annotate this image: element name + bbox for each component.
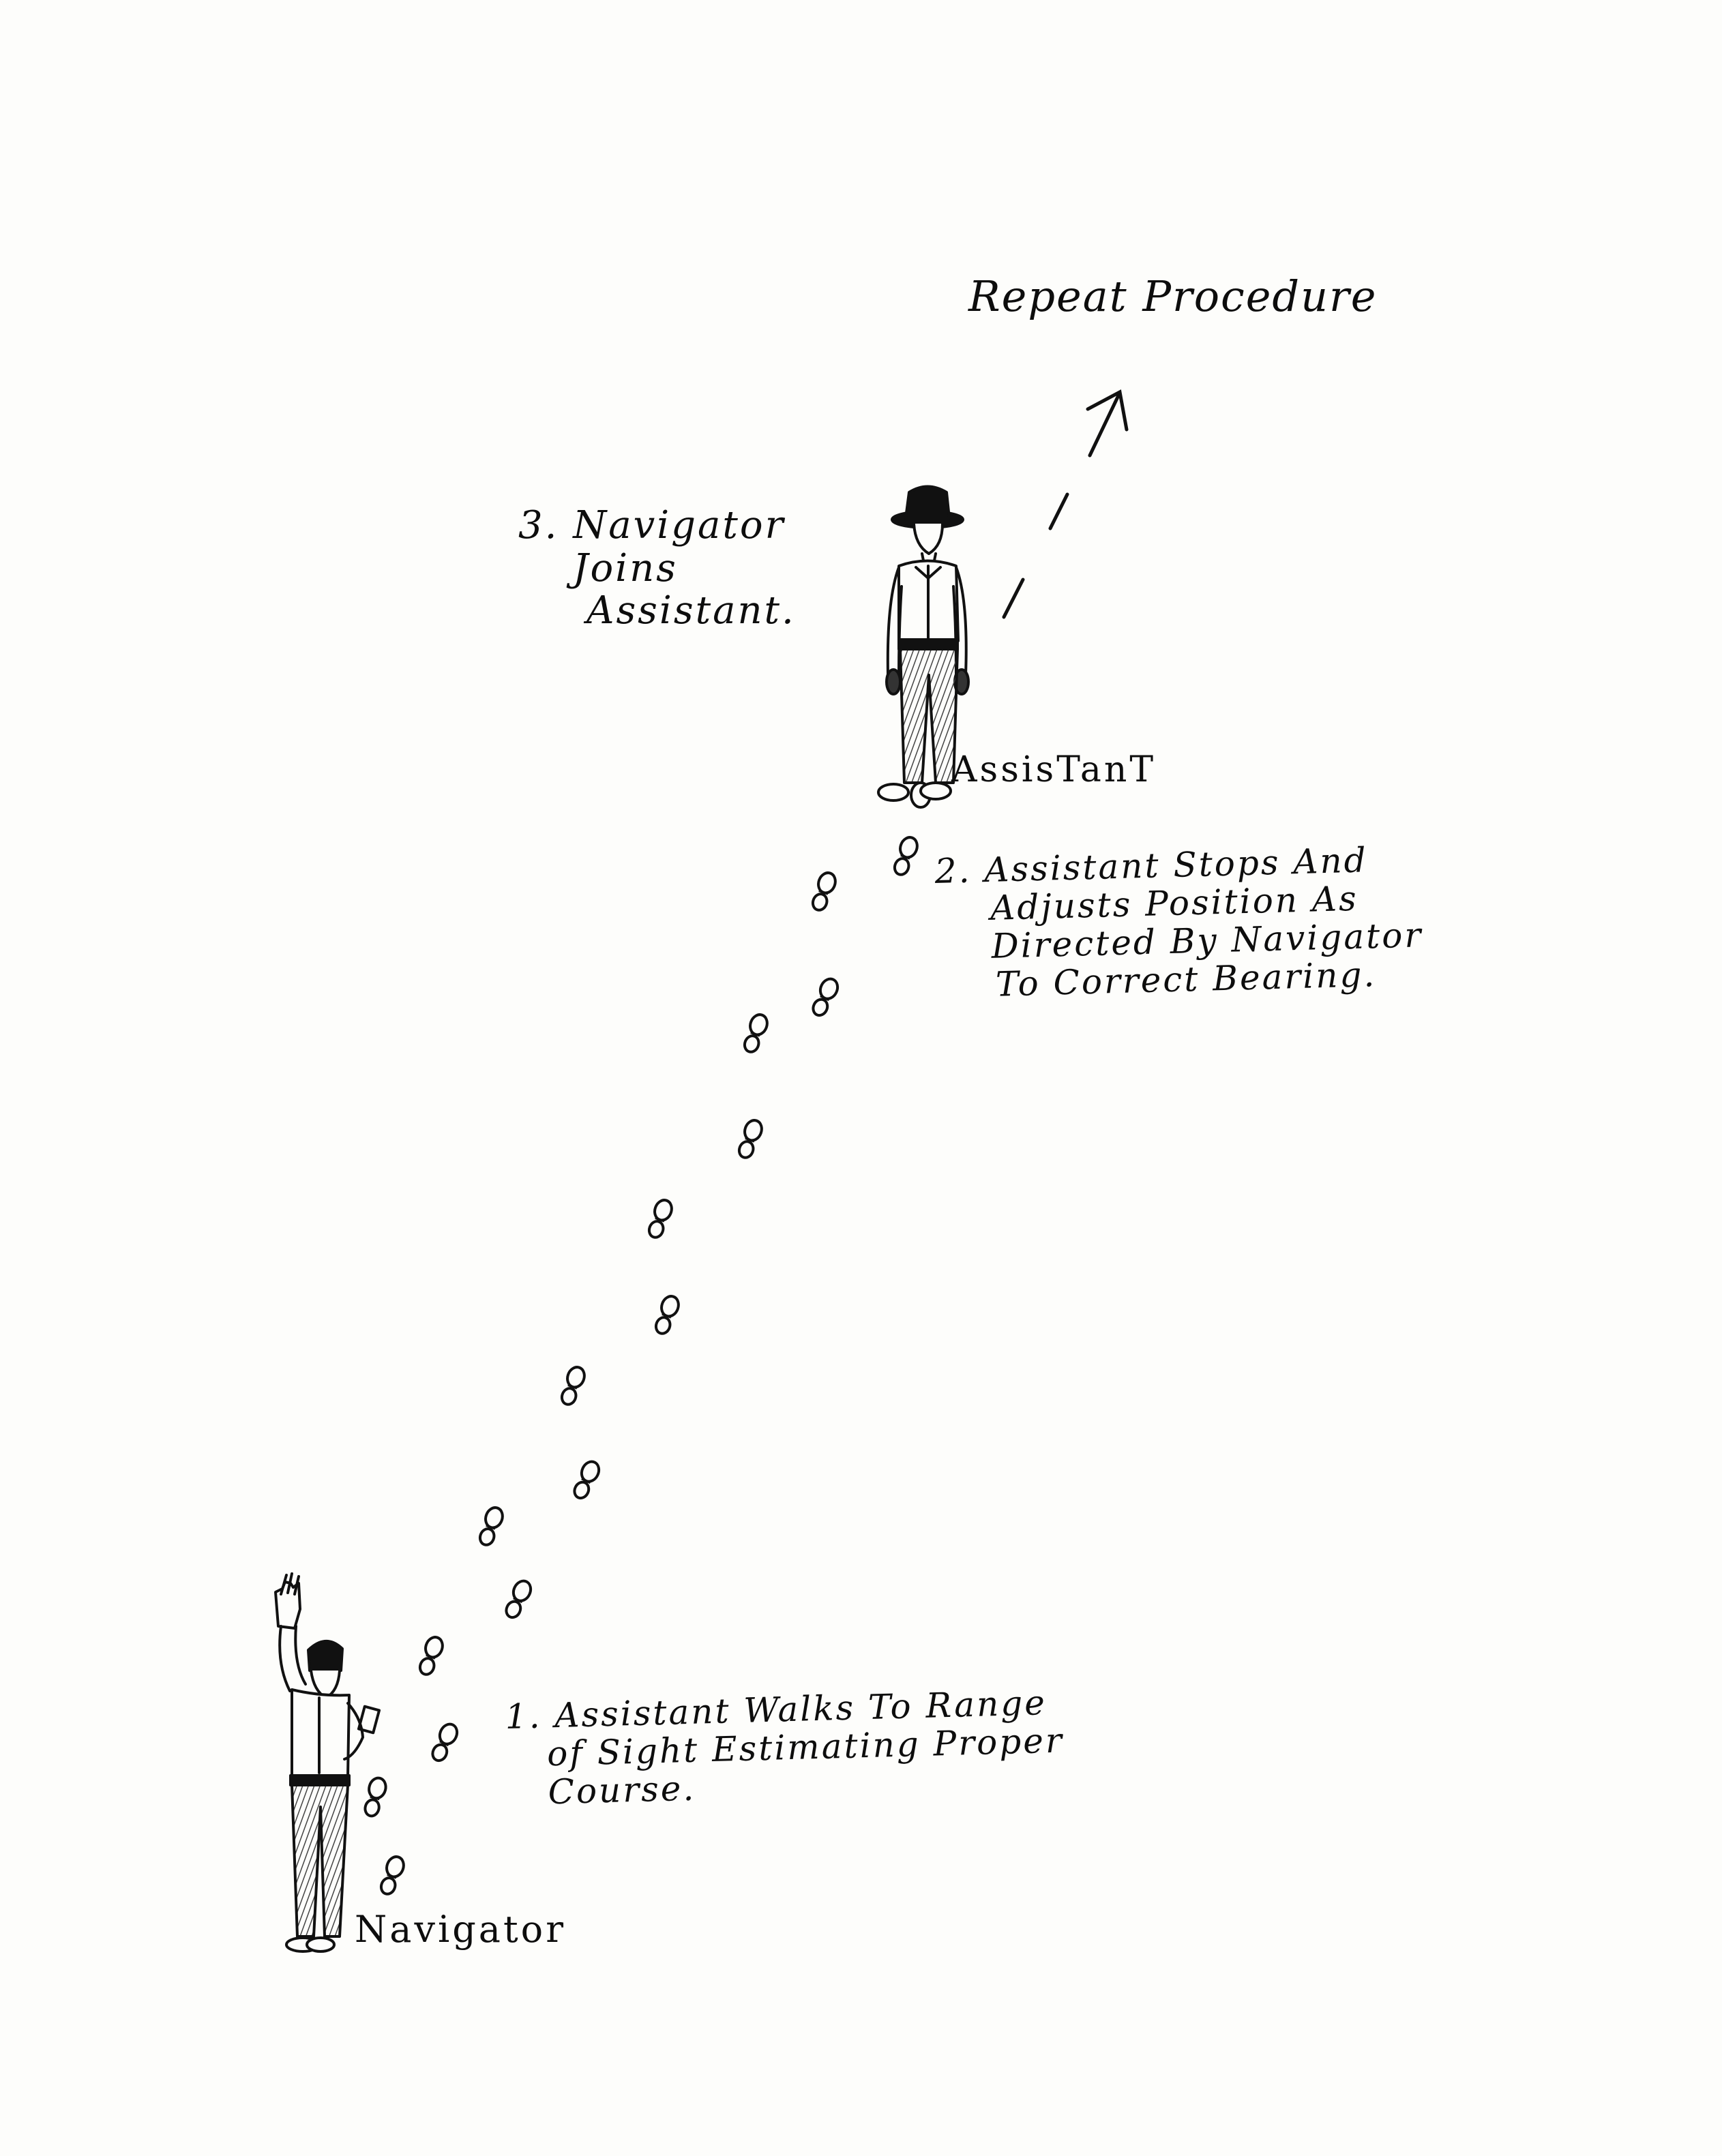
footprint-icon — [477, 1506, 505, 1548]
footprint-icon — [810, 976, 841, 1019]
navigator-figure — [276, 1574, 379, 1951]
step1-label: 1. Assistant Walks To Range of Sight Est… — [505, 1683, 1065, 1812]
footprint-icon — [736, 1118, 764, 1161]
footprint-icon — [810, 871, 838, 913]
step3-line-2: Joins — [518, 548, 796, 590]
footprint-icon — [741, 1013, 770, 1055]
step2-label: 2. Assistant Stops And Adjusts Position … — [934, 839, 1424, 1005]
footprint-icon — [891, 835, 920, 878]
assistant-name-label: AssisTanT — [951, 750, 1156, 790]
footprint-icon — [429, 1722, 460, 1764]
footprint-icon — [362, 1776, 388, 1818]
hat-icon — [892, 487, 963, 528]
footprint-icon — [378, 1855, 406, 1897]
step3-label: 3. Navigator Joins Assistant. — [518, 505, 796, 633]
footprint-icon — [559, 1365, 587, 1407]
footprint-icon — [646, 1198, 674, 1240]
footprint-icon — [503, 1578, 534, 1621]
footprint-icon — [417, 1635, 445, 1677]
navigator-name-label: Navigator — [355, 1909, 566, 1950]
footprint-icon — [571, 1459, 602, 1501]
step3-line-1: 3. Navigator — [518, 505, 796, 548]
footprint-icon — [653, 1294, 681, 1336]
step3-line-3: Assistant. — [518, 590, 796, 633]
repeat-procedure-label: Repeat Procedure — [968, 273, 1377, 320]
dashed-arrow-icon — [1004, 392, 1127, 617]
